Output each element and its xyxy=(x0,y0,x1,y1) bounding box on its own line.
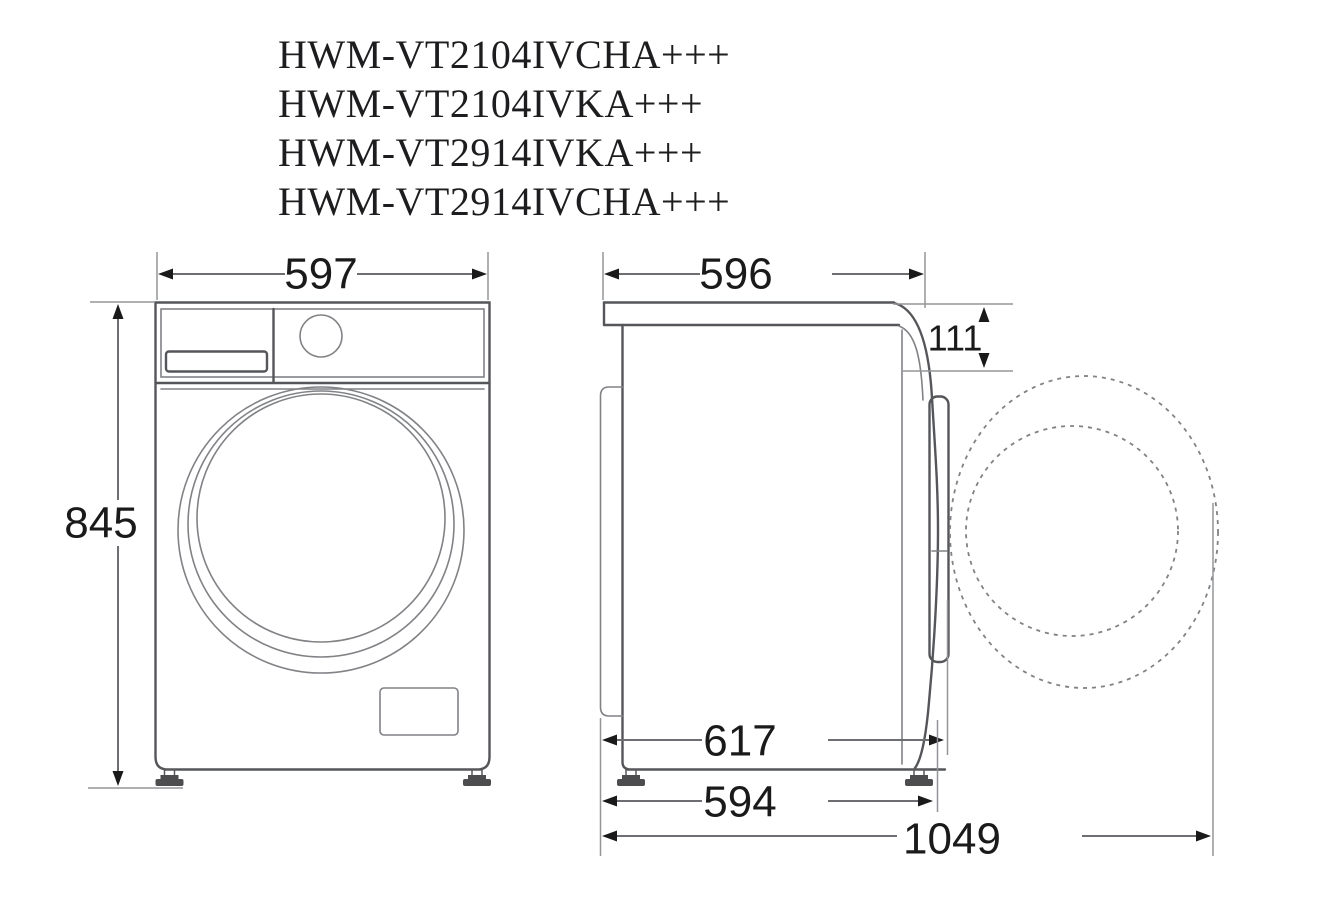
front-dimensions: 597 845 xyxy=(64,250,489,789)
side-dimensions: 596 111 617 594 1049 xyxy=(599,250,1214,864)
dim-label-side-top-depth: 596 xyxy=(699,250,772,299)
door-ring-middle xyxy=(187,390,455,658)
dim-label-front-height: 845 xyxy=(64,499,137,548)
rear-panel-bulge xyxy=(599,386,624,717)
dim-label-cabinet-depth: 594 xyxy=(703,778,776,827)
dim-label-front-width: 597 xyxy=(284,250,357,299)
model-name-1: HWM-VT2104IVCHA+++ xyxy=(278,32,730,77)
program-knob xyxy=(299,314,343,358)
arrow-front-width-right xyxy=(472,268,487,280)
open-door-inner-dashed xyxy=(965,425,1179,637)
front-view xyxy=(154,301,491,786)
side-foot-left xyxy=(617,769,645,786)
arrow-door-open-left xyxy=(602,830,617,842)
arrow-front-width-left xyxy=(158,268,173,280)
control-panel xyxy=(160,308,485,378)
arrow-front-height-top xyxy=(112,304,124,319)
dim-label-door-open-depth: 1049 xyxy=(903,815,1001,864)
arrow-side-top-right xyxy=(909,268,924,280)
model-list: HWM-VT2104IVCHA+++ HWM-VT2104IVKA+++ HWM… xyxy=(278,32,730,224)
arrow-door-protrusion-bottom xyxy=(978,353,990,368)
side-back-and-bottom xyxy=(621,323,947,771)
detergent-drawer xyxy=(164,350,269,373)
service-flap xyxy=(379,687,459,736)
dim-label-depth-with-door: 617 xyxy=(703,717,776,766)
arrow-depth-cabinet-left xyxy=(602,795,617,807)
side-foot-right xyxy=(905,769,933,786)
front-profile-inner-curve xyxy=(898,325,924,401)
door-ring-inner xyxy=(196,393,446,643)
arrow-door-open-right xyxy=(1196,830,1211,842)
front-foot-left xyxy=(155,769,184,786)
model-name-4: HWM-VT2914IVCHA+++ xyxy=(278,179,730,224)
front-profile-curve xyxy=(892,301,940,770)
open-door-outer-dashed xyxy=(949,375,1219,689)
door-ring-outer xyxy=(177,386,465,674)
arrow-door-protrusion-top xyxy=(978,307,990,322)
model-name-2: HWM-VT2104IVKA+++ xyxy=(278,81,703,126)
side-door xyxy=(928,395,950,664)
arrow-side-top-left xyxy=(604,268,619,280)
dim-label-door-protrusion: 111 xyxy=(928,318,983,359)
arrow-depth-door-left xyxy=(602,734,617,746)
model-name-3: HWM-VT2914IVKA+++ xyxy=(278,130,703,175)
arrow-depth-door-right xyxy=(929,734,944,746)
arrow-front-height-bottom xyxy=(112,771,124,786)
front-foot-right xyxy=(463,769,491,786)
arrow-depth-cabinet-right xyxy=(918,795,933,807)
side-view xyxy=(599,301,1219,786)
